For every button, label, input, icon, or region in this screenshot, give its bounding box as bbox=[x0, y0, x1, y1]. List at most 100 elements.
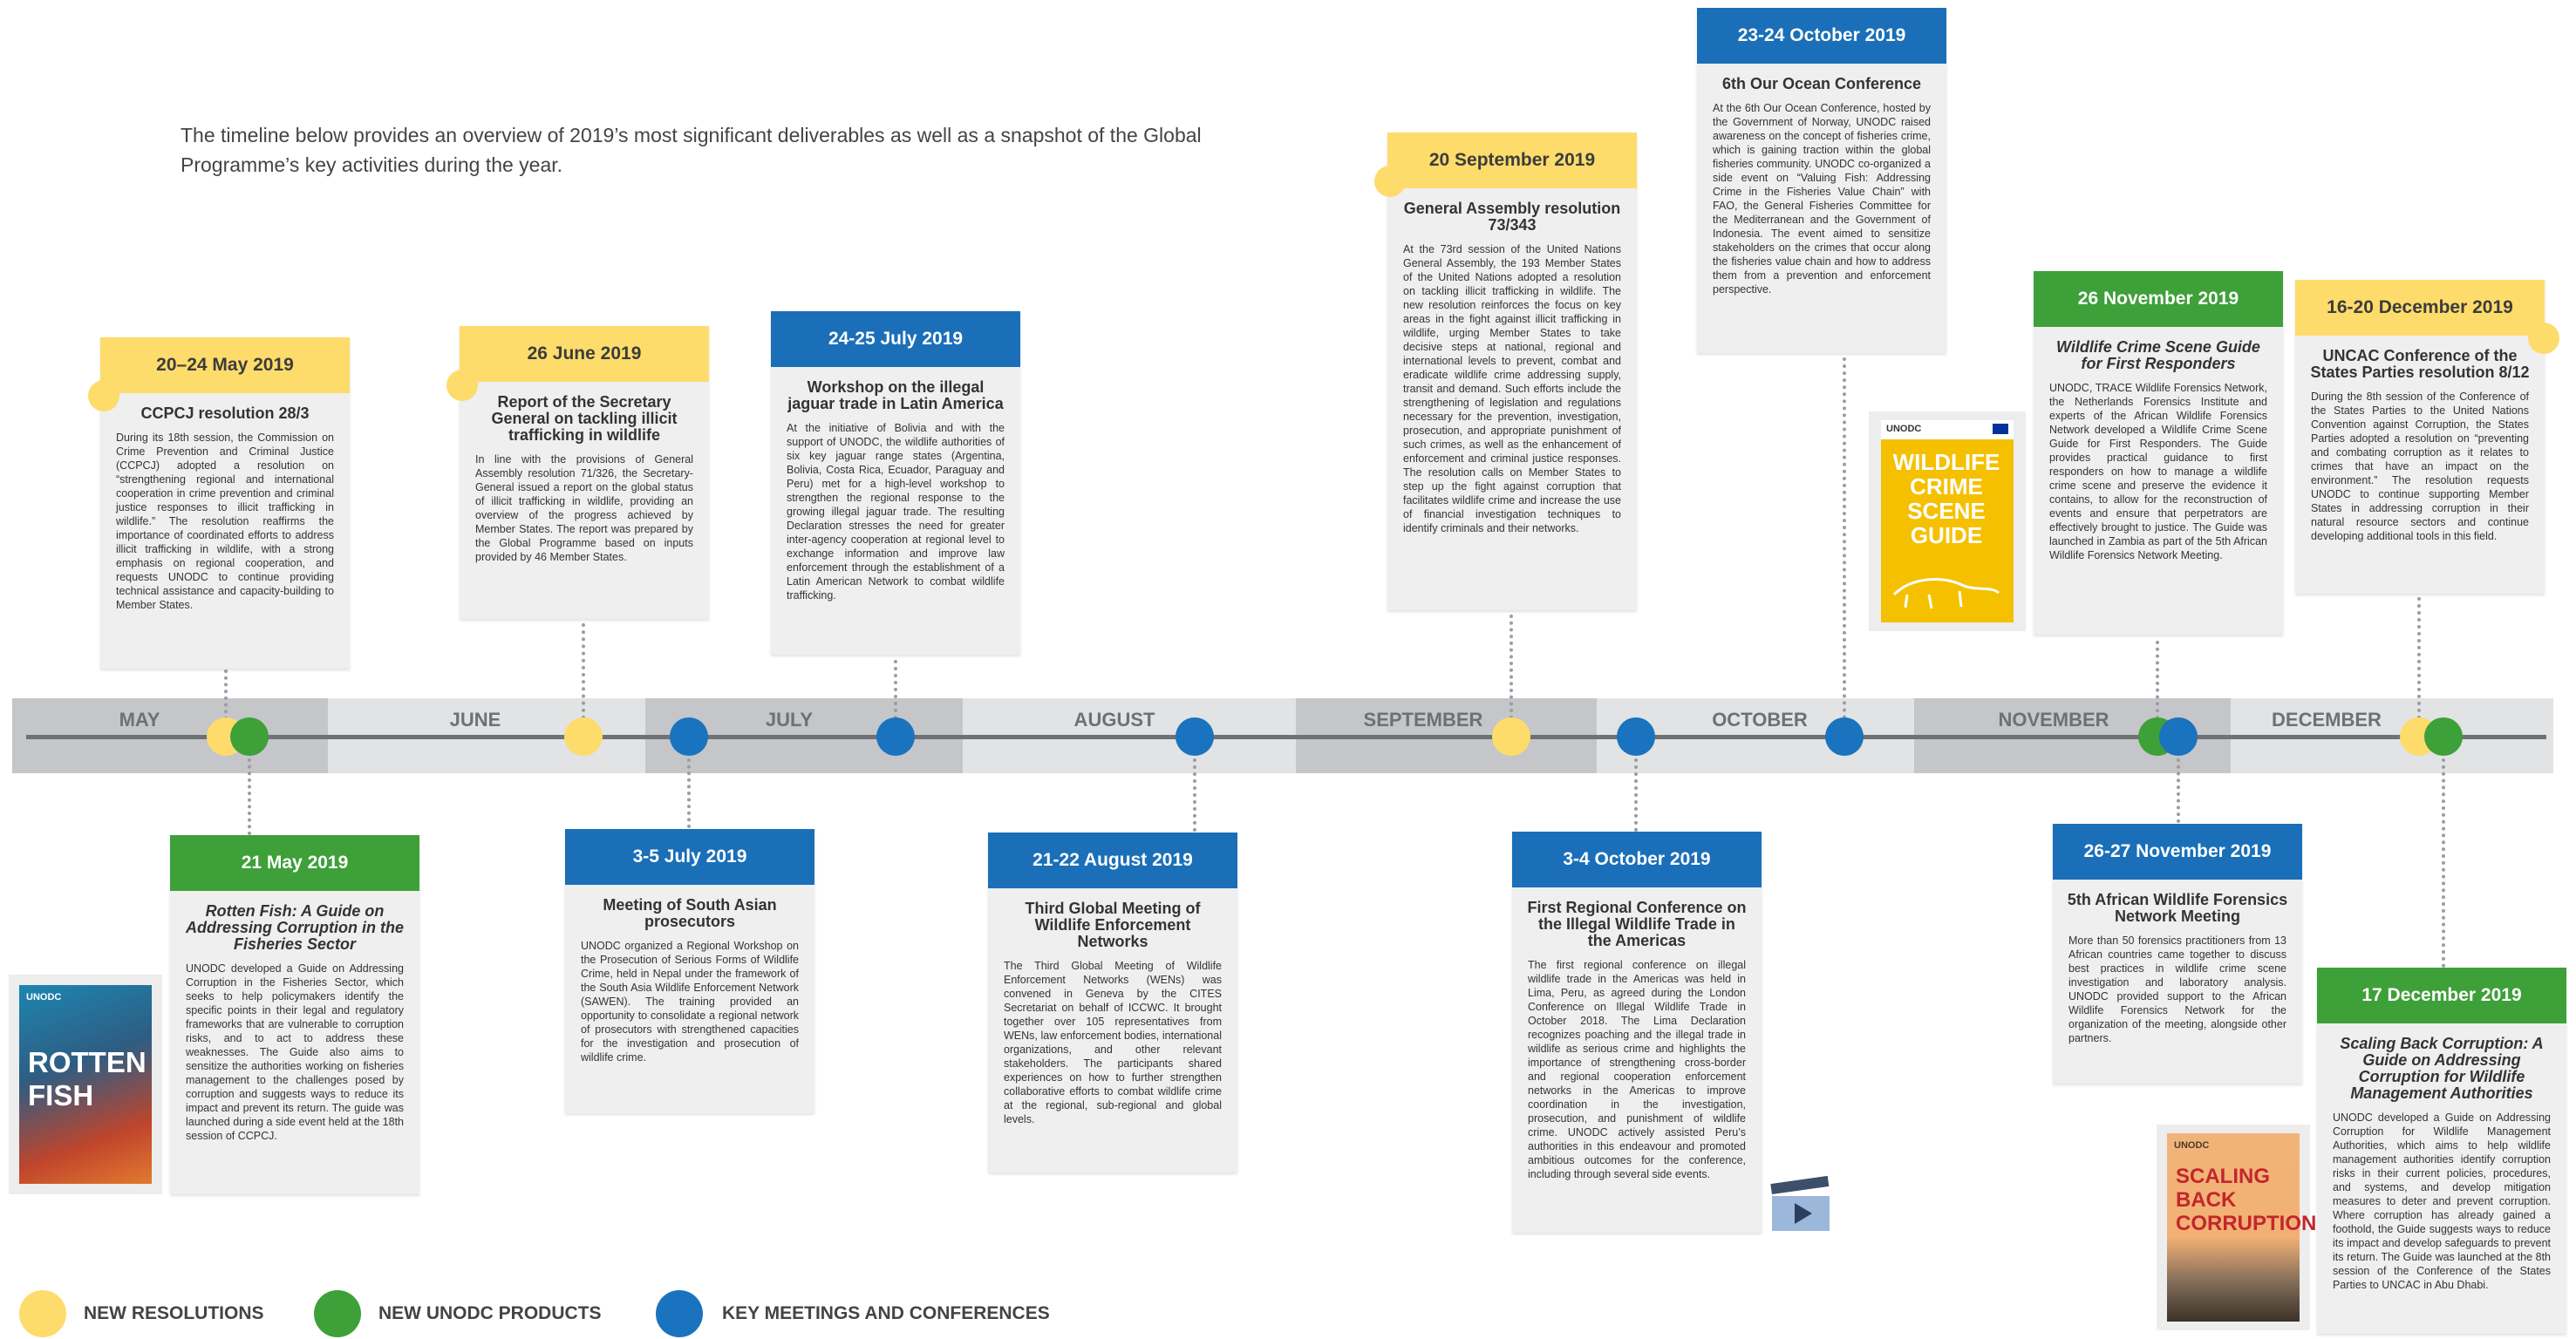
month-november: NOVEMBER bbox=[1998, 709, 2109, 731]
event-body: UNODC organized a Regional Workshop on t… bbox=[581, 940, 799, 1064]
event-card-nov-26b: 26-27 November 2019 5th African Wildlife… bbox=[2053, 824, 2302, 1084]
scaling-back-corruption-cover: UNODC SCALING BACK CORRUPTION bbox=[2157, 1125, 2317, 1330]
product-marker[interactable] bbox=[230, 717, 269, 756]
event-card-jun-26: 26 June 2019 Report of the Secretary Gen… bbox=[460, 326, 709, 619]
event-card-dec-17: 17 December 2019 Scaling Back Corruption… bbox=[2317, 968, 2566, 1334]
event-body: UNODC developed a Guide on Addressing Co… bbox=[2333, 1111, 2551, 1291]
event-body: During the 8th session of the Conference… bbox=[2311, 391, 2529, 542]
connector bbox=[1193, 758, 1196, 832]
cover-org: UNODC bbox=[1886, 424, 1922, 434]
connector bbox=[2177, 758, 2180, 823]
month-may: MAY bbox=[119, 709, 160, 731]
event-card-sep-20: 20 September 2019 General Assembly resol… bbox=[1387, 133, 1637, 610]
event-title: Wildlife Crime Scene Guide for First Res… bbox=[2056, 338, 2260, 372]
event-body: At the 6th Our Ocean Conference, hosted … bbox=[1713, 102, 1931, 296]
event-title: Third Global Meeting of Wildlife Enforce… bbox=[1025, 900, 1201, 950]
event-date: 20–24 May 2019 bbox=[100, 337, 350, 393]
legend-meetings: KEY MEETINGS AND CONFERENCES bbox=[722, 1303, 1050, 1323]
connector bbox=[224, 670, 228, 720]
meeting-marker[interactable] bbox=[1176, 717, 1214, 756]
month-september: SEPTEMBER bbox=[1363, 709, 1483, 731]
connector bbox=[1634, 758, 1638, 832]
header-dot bbox=[1374, 166, 1406, 197]
event-card-may-21: 21 May 2019 Rotten Fish: A Guide on Addr… bbox=[170, 835, 419, 1194]
connector bbox=[2156, 641, 2159, 719]
cover-title: ROTTEN FISH bbox=[28, 1046, 147, 1111]
eu-flag-icon bbox=[1993, 424, 2008, 434]
connector bbox=[894, 660, 897, 719]
event-title: 5th African Wildlife Forensics Network M… bbox=[2067, 891, 2288, 925]
event-body: At the 73rd session of the United Nation… bbox=[1403, 243, 1621, 534]
cover-org: UNODC bbox=[2174, 1140, 2210, 1151]
month-october: OCTOBER bbox=[1712, 709, 1808, 731]
event-title: CCPCJ resolution 28/3 bbox=[140, 404, 310, 422]
event-date: 24-25 July 2019 bbox=[771, 311, 1020, 367]
connector bbox=[1509, 615, 1513, 719]
event-card-oct-3: 3-4 October 2019 First Regional Conferen… bbox=[1512, 832, 1762, 1233]
event-title: Scaling Back Corruption: A Guide on Addr… bbox=[2340, 1035, 2544, 1102]
meeting-marker[interactable] bbox=[670, 717, 708, 756]
event-body: UNODC, TRACE Wildlife Forensics Network,… bbox=[2049, 382, 2267, 561]
timeline-axis bbox=[26, 735, 2546, 739]
month-july: JULY bbox=[765, 709, 814, 731]
event-card-jul-3: 3-5 July 2019 Meeting of South Asian pro… bbox=[565, 829, 814, 1113]
resolution-marker[interactable] bbox=[564, 717, 603, 756]
month-december: DECEMBER bbox=[2272, 709, 2382, 731]
event-title: Meeting of South Asian prosecutors bbox=[603, 896, 777, 930]
header-dot bbox=[88, 380, 119, 411]
event-card-nov-26: 26 November 2019 Wildlife Crime Scene Gu… bbox=[2034, 271, 2283, 635]
event-title: 6th Our Ocean Conference bbox=[1721, 75, 1922, 92]
connector bbox=[1843, 357, 1846, 719]
event-title: UNCAC Conference of the States Parties r… bbox=[2310, 347, 2530, 381]
event-date: 21 May 2019 bbox=[170, 835, 419, 891]
event-title: General Assembly resolution 73/343 bbox=[1403, 200, 1621, 234]
cover-title: SCALING BACK CORRUPTION bbox=[2176, 1165, 2317, 1235]
legend-products: NEW UNODC PRODUCTS bbox=[378, 1303, 602, 1323]
event-date: 26-27 November 2019 bbox=[2053, 824, 2302, 880]
event-date: 26 November 2019 bbox=[2034, 271, 2283, 327]
event-title: Workshop on the illegal jaguar trade in … bbox=[787, 378, 1004, 412]
event-date: 23-24 October 2019 bbox=[1697, 8, 1946, 64]
meeting-marker[interactable] bbox=[1825, 717, 1864, 756]
connector bbox=[2442, 758, 2445, 968]
legend-product-dot bbox=[314, 1290, 361, 1337]
event-date: 21-22 August 2019 bbox=[988, 833, 1237, 888]
header-dot bbox=[2528, 323, 2559, 354]
meeting-marker[interactable] bbox=[1617, 717, 1655, 756]
event-date: 3-5 July 2019 bbox=[565, 829, 814, 885]
event-body: More than 50 forensics practitioners fro… bbox=[2068, 935, 2286, 1044]
event-body: At the initiative of Bolivia and with th… bbox=[787, 422, 1005, 602]
event-card-dec-16: 16-20 December 2019 UNCAC Conference of … bbox=[2295, 280, 2545, 594]
legend-meeting-dot bbox=[656, 1290, 703, 1337]
event-date: 16-20 December 2019 bbox=[2295, 280, 2545, 336]
animal-outline-icon bbox=[1892, 578, 2000, 609]
connector bbox=[2417, 597, 2421, 719]
event-date: 26 June 2019 bbox=[460, 326, 709, 382]
connector bbox=[687, 758, 691, 828]
event-card-aug-21: 21-22 August 2019 Third Global Meeting o… bbox=[988, 833, 1237, 1172]
intro-text: The timeline below provides an overview … bbox=[181, 124, 1202, 176]
resolution-marker[interactable] bbox=[1492, 717, 1530, 756]
event-body: UNODC developed a Guide on Addressing Co… bbox=[186, 962, 404, 1142]
event-card-jul-24: 24-25 July 2019 Workshop on the illegal … bbox=[771, 311, 1020, 655]
event-body: The Third Global Meeting of Wildlife Enf… bbox=[1004, 960, 1222, 1125]
meeting-marker[interactable] bbox=[876, 717, 915, 756]
cover-org: UNODC bbox=[26, 992, 62, 1003]
event-card-oct-23: 23-24 October 2019 6th Our Ocean Confere… bbox=[1697, 8, 1946, 353]
event-date: 20 September 2019 bbox=[1387, 133, 1637, 188]
month-june: JUNE bbox=[449, 709, 501, 731]
event-date: 3-4 October 2019 bbox=[1512, 832, 1762, 887]
legend-resolution-dot bbox=[19, 1290, 66, 1337]
event-title: First Regional Conference on the Illegal… bbox=[1527, 899, 1747, 949]
video-icon[interactable] bbox=[1770, 1175, 1831, 1233]
event-title: Rotten Fish: A Guide on Addressing Corru… bbox=[186, 902, 404, 953]
rotten-fish-cover: UNODC ROTTEN FISH bbox=[9, 975, 162, 1194]
wildlife-guide-cover: UNODC WILDLIFE CRIME SCENE GUIDE bbox=[1869, 411, 2026, 631]
event-body: During its 18th session, the Commission … bbox=[116, 432, 334, 611]
meeting-marker[interactable] bbox=[2159, 717, 2198, 756]
header-dot bbox=[446, 370, 478, 401]
legend-resolutions: NEW RESOLUTIONS bbox=[84, 1303, 264, 1323]
product-marker[interactable] bbox=[2424, 717, 2463, 756]
cover-title: WILDLIFE CRIME SCENE GUIDE bbox=[1892, 449, 2000, 548]
event-body: In line with the provisions of General A… bbox=[475, 453, 693, 563]
